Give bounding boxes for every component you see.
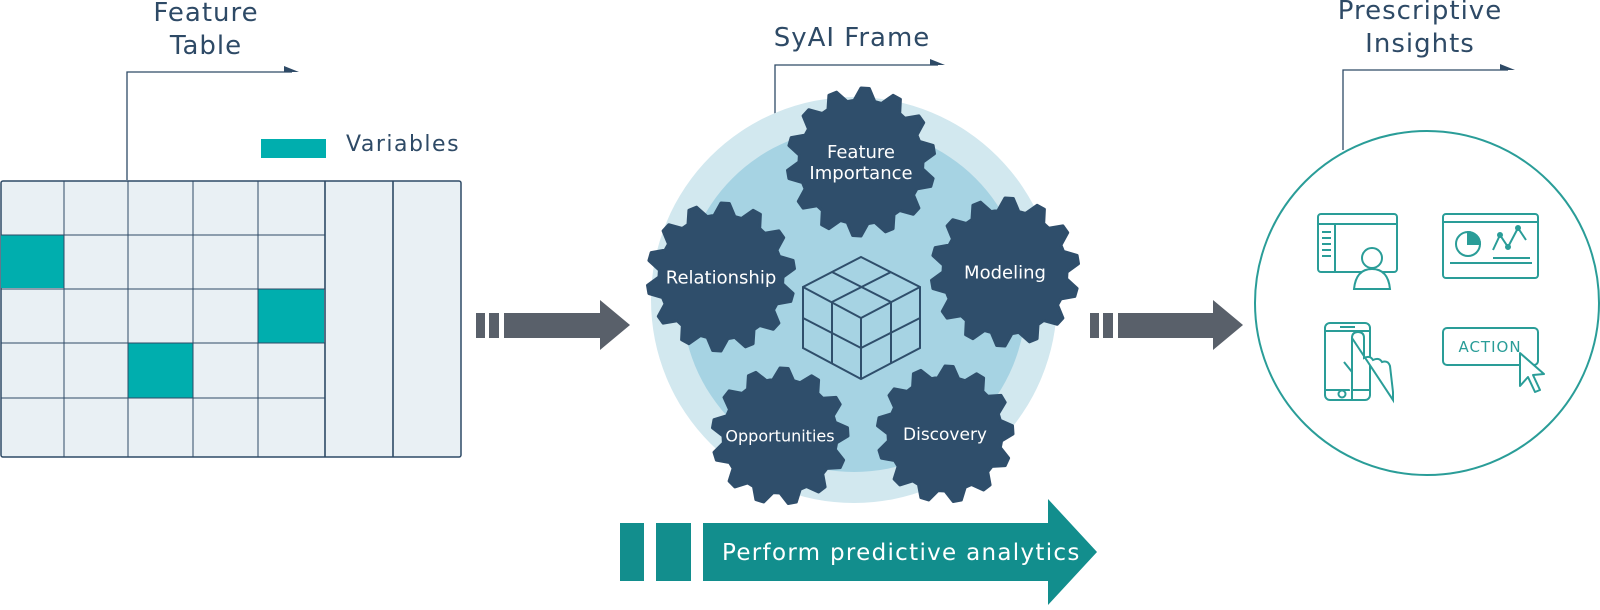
syai-frame-title: SyAI Frame — [773, 23, 931, 53]
insights-section: ACTION — [1254, 64, 1600, 476]
feature-table-title-line2: Table — [169, 31, 243, 61]
gear-discovery-label: Discovery — [903, 425, 987, 445]
feature-table-title: Feature Table — [141, 0, 271, 63]
gear-feature-importance-shape — [786, 86, 936, 238]
feature-table-title-line1: Feature — [153, 0, 259, 28]
feature-table-grid — [0, 180, 462, 458]
insights-circle — [1254, 130, 1600, 476]
syai-pointer-tip — [930, 59, 945, 65]
gear-opportunities: Opportunities — [711, 366, 850, 505]
gear-discovery-shape — [876, 364, 1015, 503]
insights-pointer-tip — [1500, 64, 1515, 70]
gear-relationship-label: Relationship — [666, 267, 777, 288]
gear-opportunities-shape — [711, 366, 850, 505]
feature-table-pointer — [126, 71, 292, 180]
flow-arrow-2 — [1090, 300, 1243, 350]
action-button-label: ACTION — [1458, 338, 1521, 356]
flow-arrow-1 — [476, 300, 630, 350]
feature-table-pointer-tip — [284, 66, 299, 72]
feature-table-section — [0, 66, 462, 458]
gear-modeling-label: Modeling — [964, 262, 1046, 283]
gear-modeling: Modeling — [930, 196, 1080, 348]
gear-modeling-shape — [930, 196, 1080, 348]
action-button-icon: ACTION — [1442, 327, 1545, 393]
gear-relationship: Relationship — [646, 201, 796, 353]
user-monitor-icon — [1317, 213, 1398, 290]
mobile-touch-icon — [1324, 322, 1394, 404]
cube-icon — [802, 255, 921, 381]
insights-title: Prescriptive Insights — [1310, 0, 1530, 61]
banner-text: Perform predictive analytics — [722, 540, 1081, 566]
insights-title-line2: Insights — [1365, 29, 1475, 59]
variables-legend-label: Variables — [346, 132, 461, 157]
gear-feature-importance-label: Importance — [809, 163, 912, 184]
variable-cell — [128, 343, 193, 398]
gear-feature-importance-label: Feature — [827, 142, 895, 163]
variables-legend-swatch — [261, 139, 326, 158]
predictive-banner: Perform predictive analytics — [620, 499, 1097, 605]
analytics-monitor-icon — [1442, 213, 1539, 279]
gear-opportunities-label: Opportunities — [725, 427, 834, 446]
insights-pointer — [1342, 69, 1508, 150]
variable-cell — [1, 235, 64, 288]
gear-discovery: Discovery — [876, 364, 1015, 503]
insights-title-line1: Prescriptive — [1337, 0, 1503, 26]
variable-cell — [258, 289, 324, 343]
gear-relationship-shape — [646, 201, 796, 353]
cursor-icon — [1519, 352, 1545, 393]
